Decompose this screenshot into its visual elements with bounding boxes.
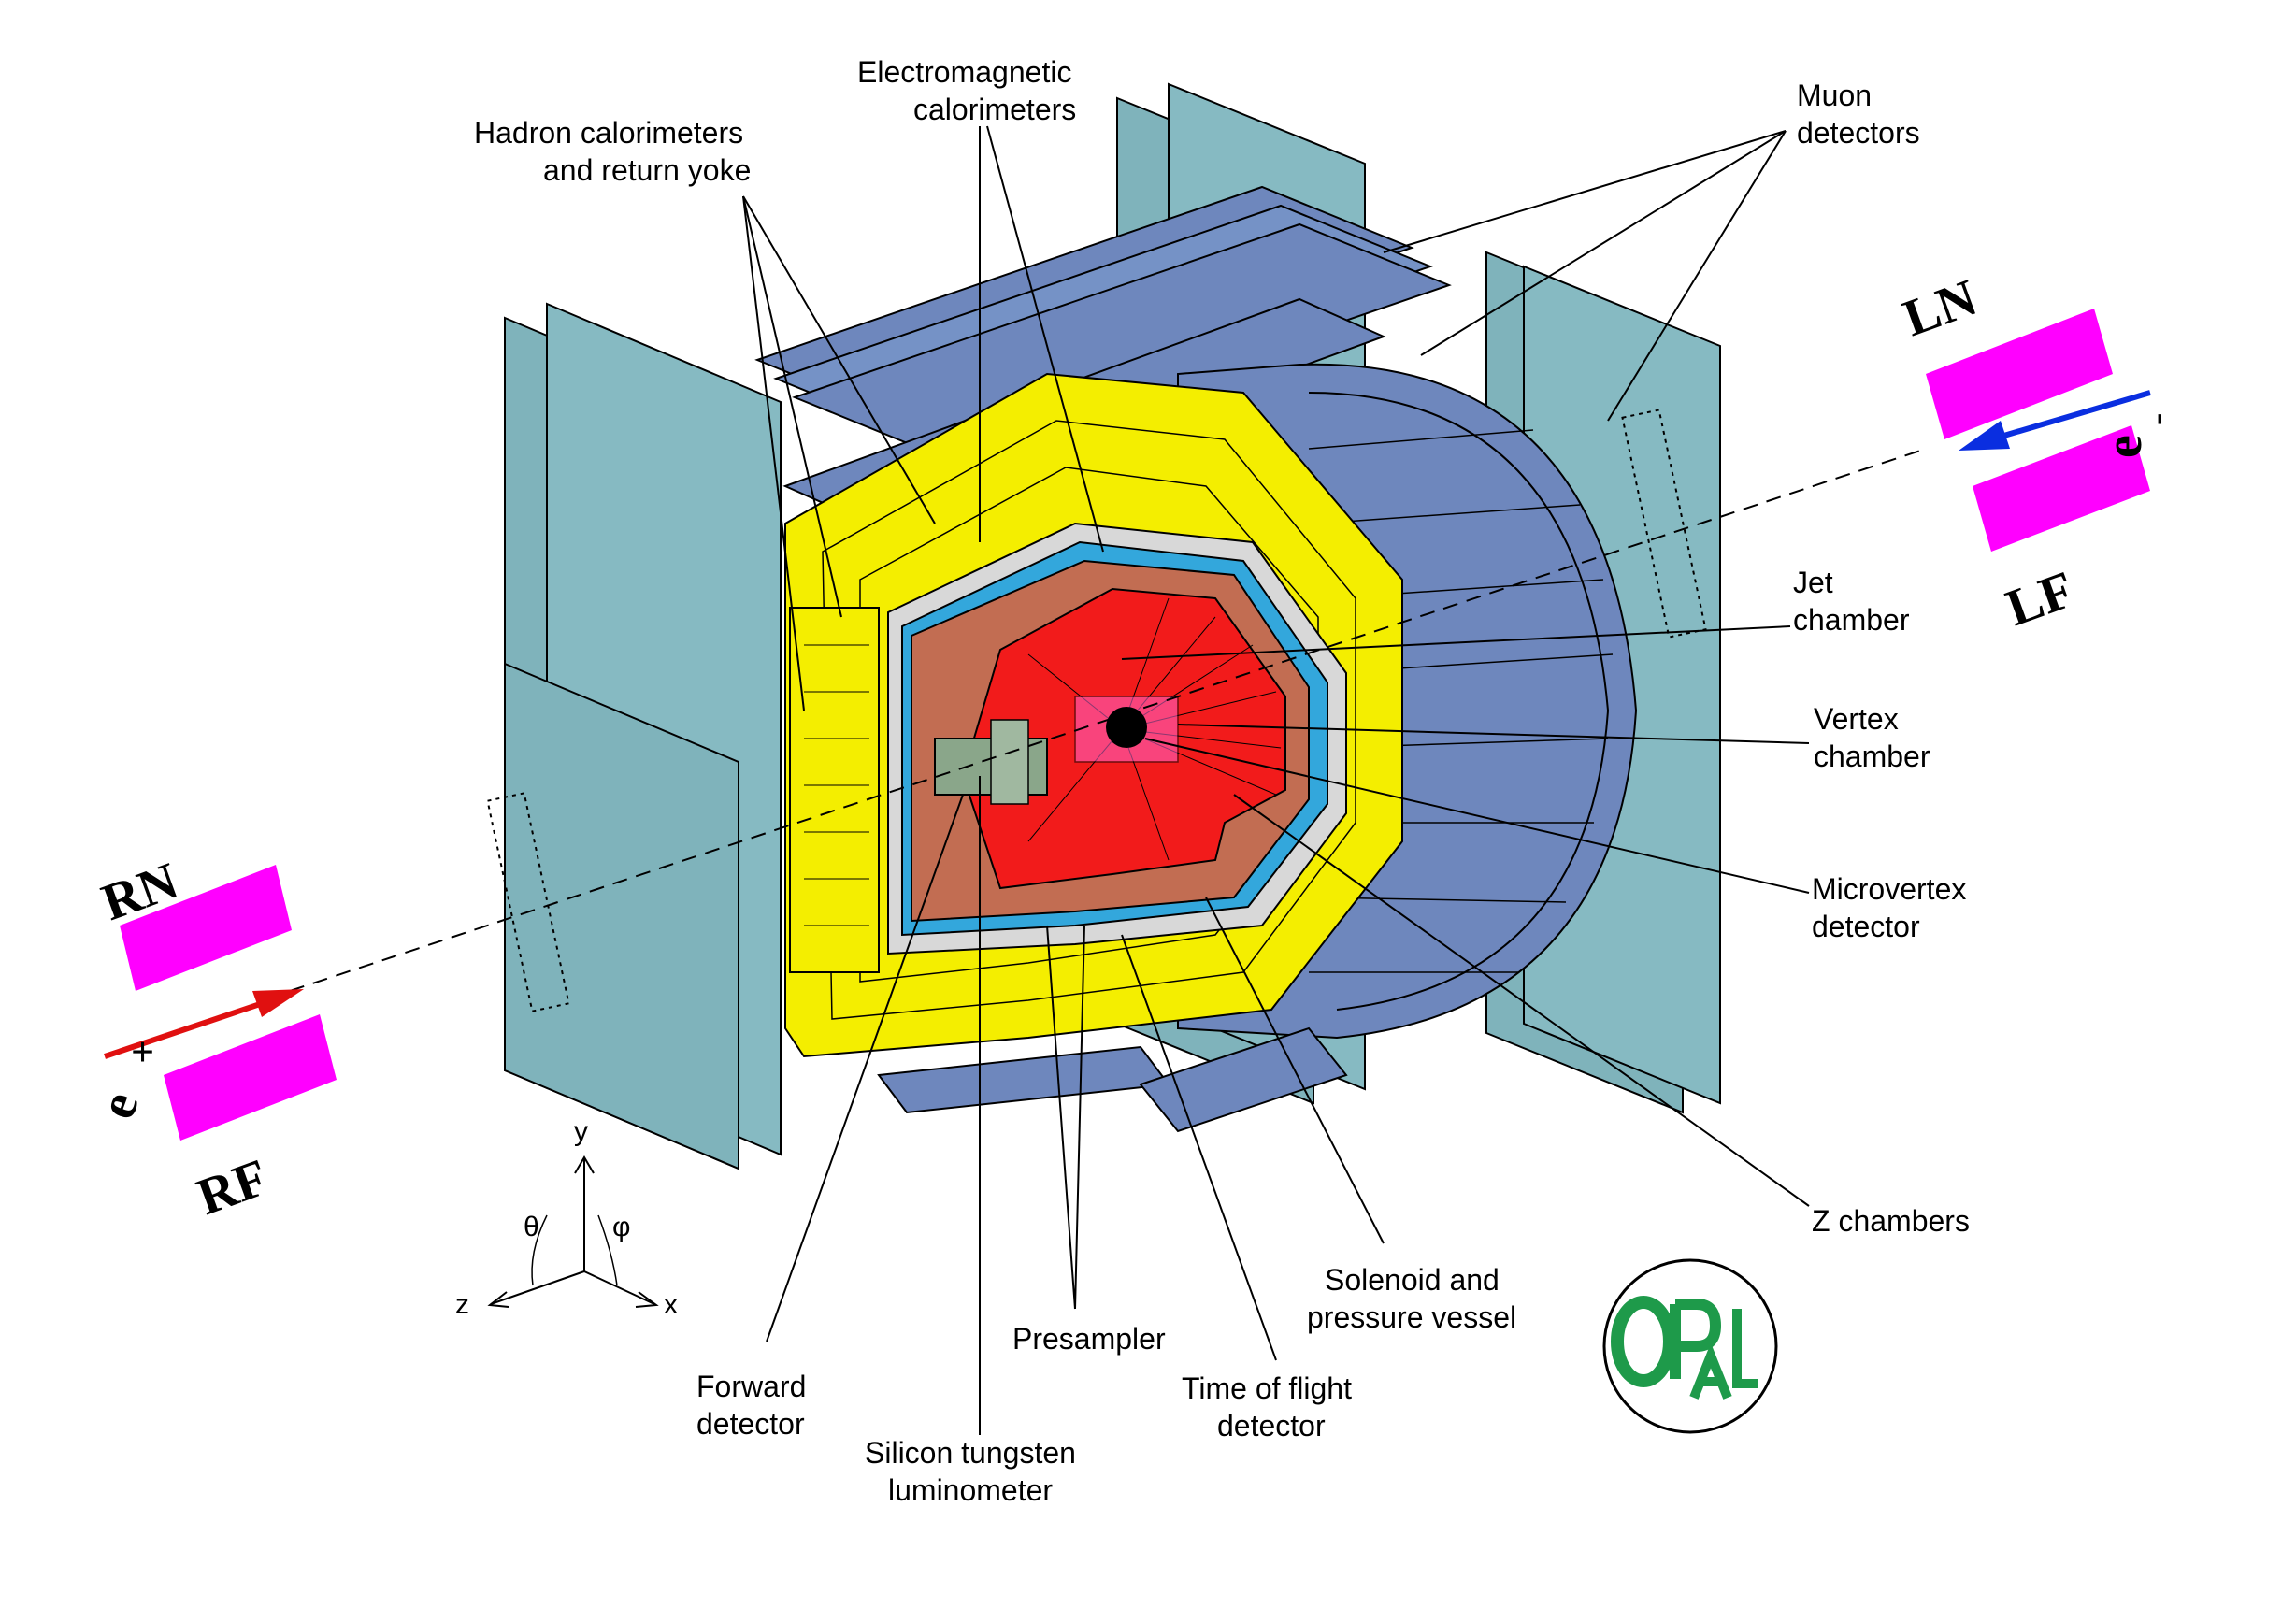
phi-label: φ [612, 1212, 630, 1242]
beam-axis [289, 448, 1927, 992]
leader-lines [742, 125, 1810, 1435]
label-tof-1: Time of flight [1182, 1371, 1352, 1405]
label-positron: e [88, 1084, 151, 1127]
label-solenoid-2: pressure vessel [1307, 1300, 1516, 1334]
label-microvertex-2: detector [1812, 910, 1920, 943]
label-hadron-2: and return yoke [543, 153, 751, 187]
label-rf: RF [190, 1148, 275, 1227]
label-microvertex-1: Microvertex [1812, 872, 1966, 906]
label-jet-1: Jet [1793, 566, 1833, 599]
label-hadron-1: Hadron calorimeters [474, 116, 743, 150]
label-silicon-2: luminometer [888, 1473, 1053, 1507]
magnet-lf [1973, 425, 2150, 552]
label-presampler: Presampler [1012, 1322, 1166, 1356]
theta-label: θ [524, 1212, 539, 1242]
label-forward-2: detector [696, 1407, 805, 1441]
label-electron: e [2095, 435, 2153, 458]
opal-logo [1602, 1258, 1778, 1434]
label-z-chambers: Z chambers [1812, 1204, 1970, 1238]
electron-beam-arrow [1959, 390, 2151, 451]
axis-z-label: z [455, 1289, 469, 1320]
label-electromagnetic-2: calorimeters [913, 93, 1076, 126]
vertex-region [1074, 696, 1179, 763]
axis-x-label: x [664, 1289, 678, 1320]
label-electron-sign: - [2135, 413, 2177, 425]
label-forward-1: Forward [696, 1370, 806, 1403]
label-solenoid-1: Solenoid and [1325, 1263, 1500, 1297]
label-silicon-1: Silicon tungsten [865, 1436, 1076, 1470]
label-vertex-1: Vertex [1814, 702, 1899, 736]
label-muon-2: detectors [1797, 116, 1920, 150]
label-positron-sign: + [131, 1029, 154, 1075]
muon-bottom-stack [877, 1026, 1348, 1133]
label-muon-1: Muon [1797, 79, 1872, 112]
label-ln: LN [1896, 268, 1984, 348]
positron-beam-arrow [104, 989, 304, 1059]
labels: Electromagnetic calorimeters Hadron calo… [474, 55, 1970, 1507]
label-jet-2: chamber [1793, 603, 1910, 637]
muon-panels-left [486, 302, 782, 1170]
axis-y-label: y [574, 1116, 588, 1147]
label-electromagnetic-1: Electromagnetic [857, 55, 1071, 89]
coordinate-axes: y z x θ φ [455, 1116, 678, 1320]
label-vertex-2: chamber [1814, 739, 1930, 773]
magnet-ln [1926, 309, 2113, 439]
magnet-rn [120, 865, 292, 991]
label-tof-2: detector [1217, 1409, 1326, 1443]
magnet-rf [164, 1014, 337, 1141]
forward-detector [934, 719, 1048, 805]
label-lf: LF [1999, 560, 2081, 638]
